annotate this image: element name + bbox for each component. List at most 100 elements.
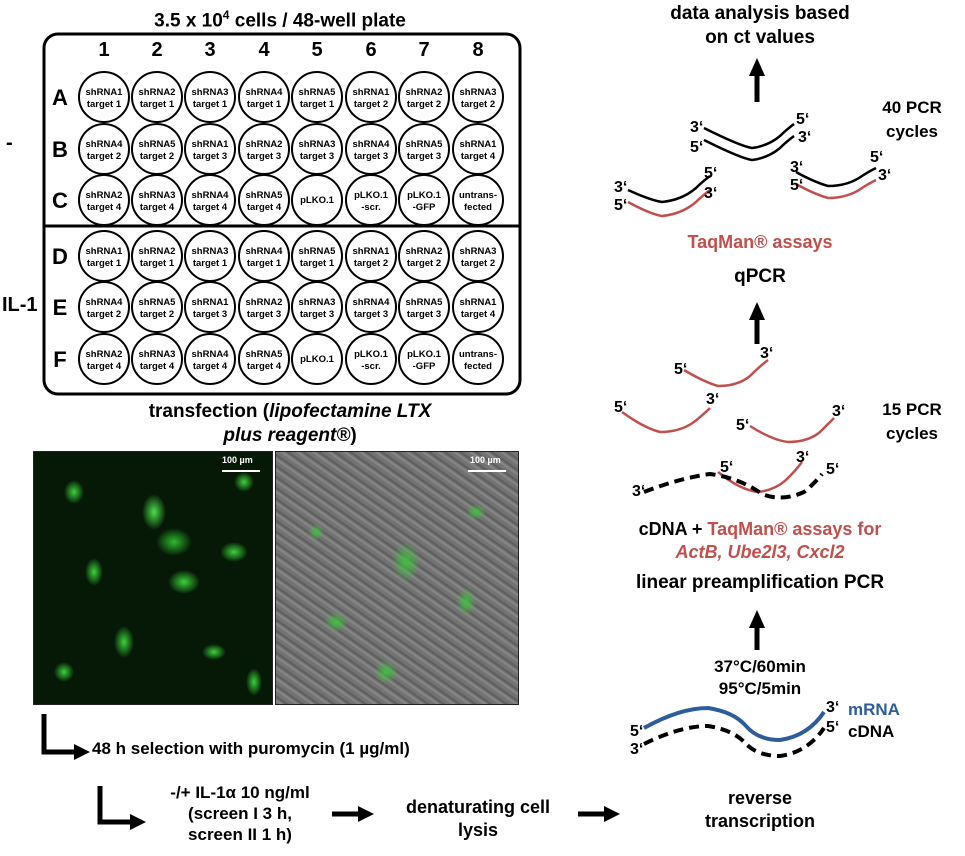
prime-40-left-3L: 3‘ <box>614 179 627 196</box>
pcr15-label: 15 PCR cycles <box>882 400 942 443</box>
well-label-line2: target 2 <box>407 258 441 269</box>
well-label-line2: target 3 <box>300 151 334 162</box>
duplex-left-red <box>627 189 711 218</box>
step-rt: reverse transcription <box>704 788 815 831</box>
well-label-line2: -scr. <box>361 202 381 213</box>
well-label-line1: pLKO.1 <box>407 190 441 201</box>
well-label-line1: shRNA4 <box>86 139 124 150</box>
well-label-line1: shRNA2 <box>139 87 176 98</box>
well-label-line1: shRNA1 <box>353 87 391 98</box>
well-label-line2: -GFP <box>413 202 436 213</box>
well-label-line1: shRNA2 <box>139 246 176 257</box>
well-C7: pLKO.1-GFP <box>398 174 450 226</box>
prime-40-left-5R: 5‘ <box>704 165 717 182</box>
prime-40-right-3L: 3‘ <box>790 159 803 176</box>
step-il1: -/+ IL-1α 10 ng/ml (screen I 3 h, screen… <box>170 783 310 844</box>
well-label-line2: target 4 <box>247 202 282 213</box>
well-label-line2: target 1 <box>247 99 282 110</box>
row-label-B: B <box>52 137 68 162</box>
well-label-line2: target 4 <box>87 361 122 372</box>
well-label-line1: shRNA3 <box>299 297 336 308</box>
well-label-line2: target 1 <box>87 99 122 110</box>
row-label-A: A <box>52 85 68 110</box>
well-label-line1: shRNA4 <box>353 297 391 308</box>
cdna-taqman-label: cDNA + TaqMan® assays for ActB, Ube2l3, … <box>638 519 882 562</box>
step-selection: 48 h selection with puromycin (1 µg/ml) <box>92 739 410 758</box>
elbow-arrowhead-il1 <box>130 814 146 830</box>
well-label-line2: target 1 <box>140 99 175 110</box>
elbow-arrow-selection <box>41 714 76 755</box>
prime-40-left-3R: 3‘ <box>704 185 717 202</box>
well-label-line1: shRNA1 <box>192 139 230 150</box>
well-label-line1: shRNA5 <box>246 349 284 360</box>
prime-40-left-5L: 5‘ <box>614 197 627 214</box>
well-label-line1: shRNA1 <box>460 139 498 150</box>
well-label-line2: target 4 <box>193 361 228 372</box>
well-label-line1: shRNA2 <box>406 246 443 257</box>
well-label-line2: target 1 <box>247 258 282 269</box>
strand-red-1 <box>683 359 769 388</box>
prime-15-cdna-5: 5‘ <box>826 461 839 478</box>
side-label-il1: IL-1 <box>2 294 38 316</box>
well-label-line1: shRNA2 <box>246 139 283 150</box>
well-label-line2: target 2 <box>140 151 174 162</box>
prime-15-a-3: 3‘ <box>760 345 773 362</box>
well-label-line2: target 1 <box>300 99 335 110</box>
strand-cdna-2 <box>643 723 826 759</box>
well-label-line2: target 3 <box>193 309 227 320</box>
prime-40-top-3R: 3‘ <box>798 129 811 146</box>
prime-15-c-5: 5‘ <box>736 417 749 434</box>
well-label-line1: shRNA3 <box>192 87 229 98</box>
duplex-right-black <box>795 166 877 188</box>
strand-red-2 <box>621 407 711 434</box>
well-label-line1: shRNA2 <box>86 349 123 360</box>
well-label-line1: shRNA3 <box>460 246 497 257</box>
well-label-line1: shRNA4 <box>353 139 391 150</box>
well-label-line1: pLKO.1 <box>407 349 441 360</box>
well-label-line2: target 2 <box>461 258 495 269</box>
prime-40-top-3L: 3‘ <box>690 119 703 136</box>
well-label-line2: target 2 <box>354 258 388 269</box>
step-lysis: denaturating cell lysis <box>405 797 551 840</box>
well-label-line2: target 4 <box>193 202 228 213</box>
well-C6: pLKO.1-scr. <box>345 174 397 226</box>
column-label-2: 2 <box>151 39 162 61</box>
strand-red-3 <box>749 417 835 444</box>
well-label-line1: shRNA5 <box>246 190 284 201</box>
well-label-line1: shRNA3 <box>460 87 497 98</box>
scale-label-right: 100 µm <box>470 455 501 465</box>
well-label-line2: -scr. <box>361 361 381 372</box>
strand-mrna <box>643 705 826 743</box>
well-label-line2: target 4 <box>461 309 496 320</box>
well-label-line2: target 1 <box>87 258 122 269</box>
well-F6: pLKO.1-scr. <box>345 333 397 385</box>
well-label-line1: shRNA2 <box>406 87 443 98</box>
well-label-line2: target 2 <box>354 99 388 110</box>
strand-red-4 <box>717 461 803 494</box>
well-label-line2: target 3 <box>247 151 281 162</box>
scale-bar-right <box>468 470 506 472</box>
well-label-line1: shRNA1 <box>86 246 124 257</box>
well-label-line2: target 4 <box>140 361 175 372</box>
scale-bar-left <box>222 470 260 472</box>
elbow-arrow-il1 <box>97 786 132 825</box>
well-label-line2: -GFP <box>413 361 436 372</box>
arrowhead-to-rt <box>604 806 620 822</box>
row-label-C: C <box>52 188 68 213</box>
